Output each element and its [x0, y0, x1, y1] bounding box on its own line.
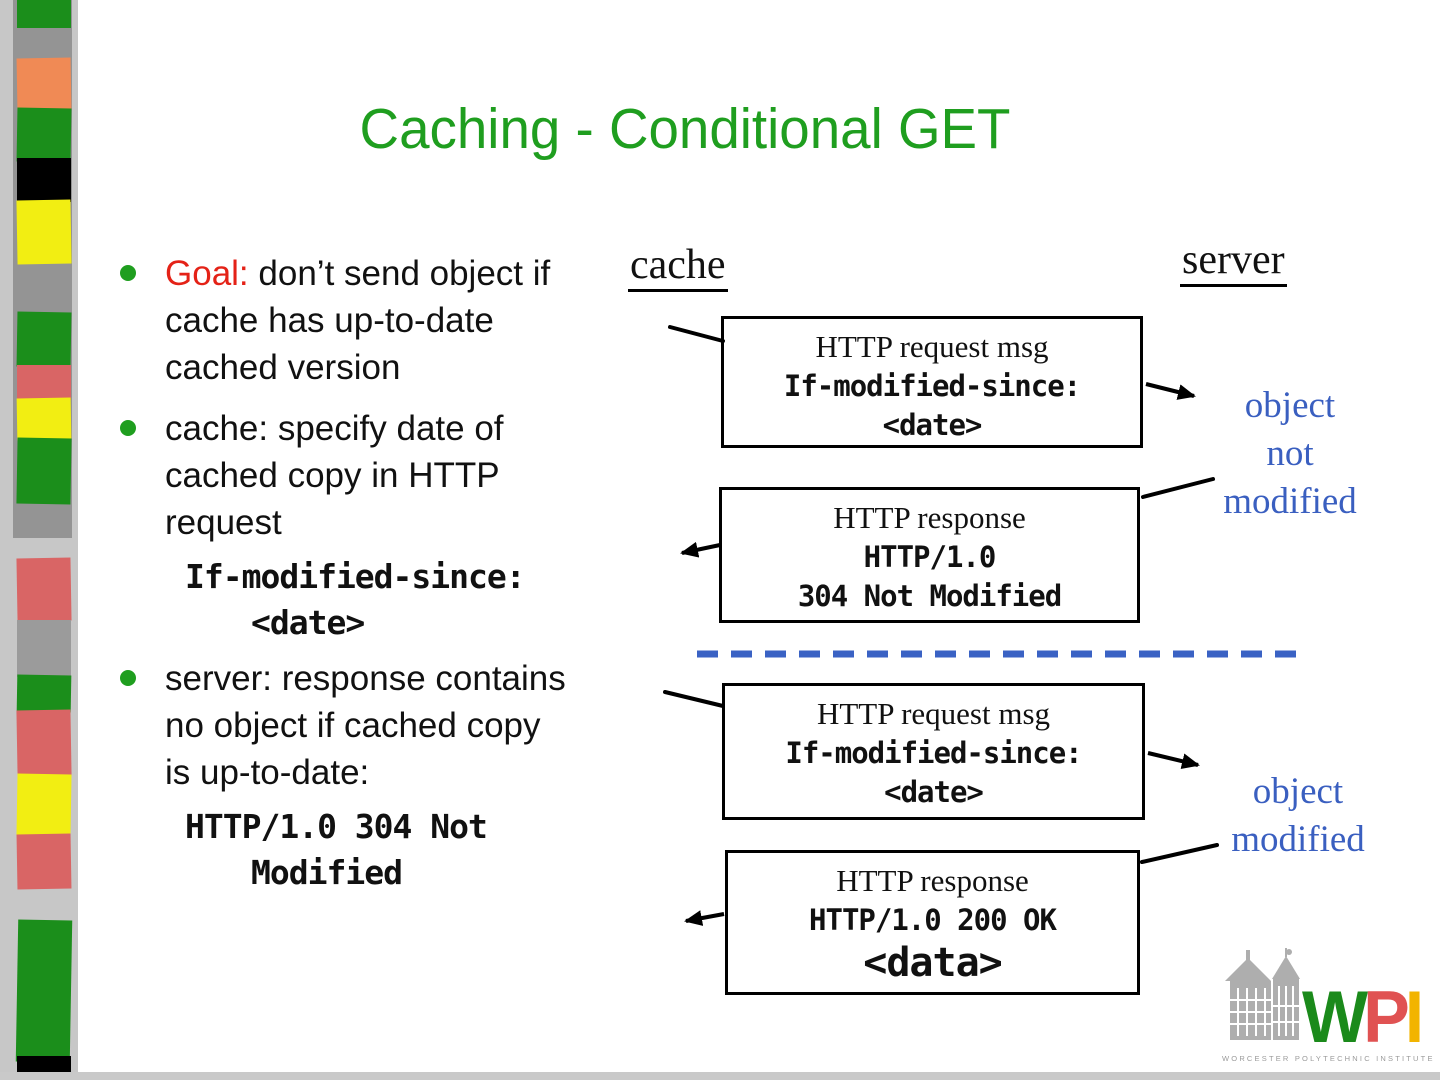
bullet-line-text: don’t send object if — [258, 254, 551, 293]
bullet-text: cache: specify date of cached copy in HT… — [165, 405, 648, 546]
wpi-letter-w: W — [1302, 976, 1368, 1058]
response2-arrow — [684, 910, 725, 926]
bullet-line: Goal: don’t send object if — [165, 250, 648, 297]
film-strip-block — [16, 57, 72, 111]
msgbox-header: HTTP/1.0 200 OK — [809, 903, 1057, 937]
film-strip-block — [17, 620, 71, 677]
cache-to-request2-line — [663, 690, 725, 708]
msgbox-request-2: HTTP request msg If-modified-since: <dat… — [722, 683, 1145, 820]
label-line: not — [1266, 433, 1314, 474]
actor-server: server — [1180, 237, 1287, 287]
wpi-letters: WPI — [1302, 980, 1424, 1053]
actor-cache: cache — [628, 242, 728, 292]
msgbox-header: If-modified-since: — [783, 369, 1081, 403]
label-line: modified — [1223, 481, 1357, 522]
film-strip-block — [16, 397, 72, 441]
film-strip-block — [16, 557, 72, 622]
wpi-letter-p: P — [1363, 976, 1410, 1058]
film-strip-art — [0, 0, 78, 1080]
film-strip-block — [17, 158, 71, 202]
bullet-line: no object if cached copy — [165, 706, 541, 745]
msgbox-title: HTTP request msg — [815, 329, 1049, 364]
film-strip-block — [17, 0, 71, 28]
msgbox-header: HTTP/1.0 — [863, 540, 997, 574]
film-strip-block — [16, 773, 72, 837]
page-title: Caching - Conditional GET — [359, 97, 1011, 161]
msgbox-response-200: HTTP response HTTP/1.0 200 OK <data> — [725, 850, 1140, 995]
code-line: HTTP/1.0 304 Not — [185, 807, 488, 846]
bullet-server: server: response contains no object if c… — [108, 655, 648, 896]
bullet-text: server: response contains no object if c… — [165, 655, 648, 796]
server-to-response1-line — [1141, 477, 1215, 499]
bullet-line: is up-to-date: — [165, 753, 370, 792]
msgbox-response-304: HTTP response HTTP/1.0 304 Not Modified — [719, 487, 1140, 623]
label-line: object — [1244, 385, 1336, 426]
film-strip-block — [16, 437, 72, 505]
msgbox-request-1: HTTP request msg If-modified-since: <dat… — [721, 316, 1143, 448]
wpi-logo: WPI WORCESTER POLYTECHNIC INSTITUTE — [1222, 948, 1435, 1063]
bullet-line: cached version — [165, 348, 401, 387]
cache-to-request1-line — [668, 325, 725, 343]
film-strip-block — [16, 199, 72, 265]
film-strip-block — [16, 107, 72, 163]
code-line: If-modified-since: — [185, 557, 526, 596]
bullet-goal: Goal: don’t send object if cache has up-… — [108, 250, 648, 391]
msgbox-value: 304 Not Modified — [797, 579, 1062, 613]
bullet-dot — [120, 420, 136, 436]
bullet-line: server: response contains — [165, 659, 566, 698]
film-strip-block — [15, 919, 73, 1063]
msgbox-value: <data> — [863, 940, 1003, 986]
label-line: modified — [1231, 819, 1365, 860]
msgbox-header: If-modified-since: — [785, 736, 1082, 770]
bullet-line: cached copy in HTTP — [165, 456, 500, 495]
label-object-not-modified: object not modified — [1205, 382, 1375, 526]
request1-arrow — [1145, 382, 1196, 400]
wpi-letter-i: I — [1404, 976, 1425, 1058]
msgbox-title: HTTP response — [833, 500, 1026, 535]
msgbox-title: HTTP response — [836, 863, 1029, 898]
code-line: Modified — [251, 853, 403, 892]
bullet-line: cache has up-to-date — [165, 301, 494, 340]
bullet-dot — [120, 265, 136, 281]
request2-arrow — [1147, 751, 1200, 770]
msgbox-value: <date> — [884, 775, 984, 809]
film-strip-block — [16, 311, 72, 368]
film-strip-block — [17, 365, 71, 400]
msgbox-title: HTTP request msg — [816, 696, 1051, 731]
code-line: <date> — [251, 603, 365, 642]
bullet-line: cache: specify date of — [165, 409, 504, 448]
bullet-cache: cache: specify date of cached copy in HT… — [108, 405, 648, 646]
label-object-modified: object modified — [1213, 768, 1383, 864]
label-line: object — [1252, 771, 1344, 812]
response1-arrow — [680, 541, 721, 558]
bullet-lead: Goal: — [165, 254, 259, 293]
server-to-response2-line — [1140, 843, 1219, 864]
bullet-text: Goal: don’t send object if cache has up-… — [165, 250, 648, 391]
bottom-edge-bar — [0, 1072, 1440, 1080]
bullet-dot — [120, 670, 136, 686]
msgbox-value: <date> — [882, 408, 983, 442]
code-304-not-modified: HTTP/1.0 304 Not Modified — [185, 804, 648, 896]
bullet-line: request — [165, 503, 282, 542]
code-if-modified-since: If-modified-since: <date> — [185, 554, 648, 646]
wpi-caption: WORCESTER POLYTECHNIC INSTITUTE — [1222, 1054, 1435, 1063]
film-strip-block — [16, 674, 72, 713]
wpi-towers-icon — [1225, 948, 1300, 1040]
film-strip-block — [16, 709, 72, 777]
film-strip-block — [16, 833, 72, 890]
